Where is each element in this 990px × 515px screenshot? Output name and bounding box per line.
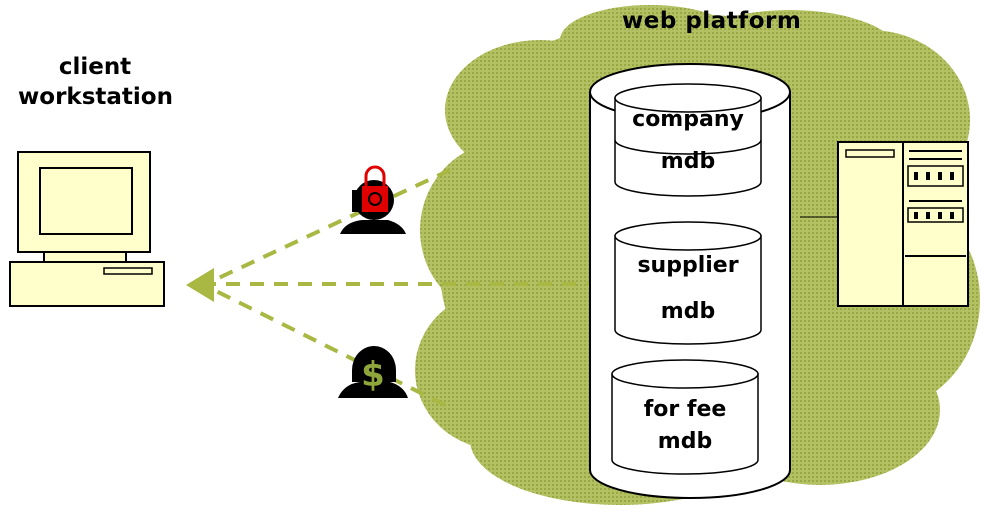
client-label-line2: workstation bbox=[18, 84, 173, 110]
db-label-forfee: for fee bbox=[643, 397, 727, 422]
db-label-company-mdb: mdb bbox=[660, 149, 716, 174]
db-label-forfee-mdb: mdb bbox=[657, 429, 713, 454]
db-cylinder-company bbox=[614, 83, 762, 197]
db-label-supplier-mdb: mdb bbox=[660, 299, 716, 324]
arrowhead-icon bbox=[186, 268, 214, 302]
svg-text:$: $ bbox=[361, 355, 385, 395]
db-cylinder-supplier bbox=[614, 221, 762, 345]
db-cylinder-forfee bbox=[611, 359, 759, 475]
dollar-icon: $ bbox=[338, 346, 408, 398]
connection-arrows bbox=[209, 168, 600, 407]
lock-icon bbox=[340, 165, 406, 234]
desktop-computer-icon bbox=[9, 151, 165, 307]
db-label-company: company bbox=[632, 107, 744, 132]
db-label-supplier: supplier bbox=[637, 253, 739, 278]
web-platform-title: web platform bbox=[622, 8, 802, 34]
arrow-line-top bbox=[209, 168, 451, 284]
arrow-line-bottom bbox=[209, 286, 446, 407]
server-icon bbox=[800, 141, 969, 307]
client-label-line1: client bbox=[58, 54, 132, 80]
